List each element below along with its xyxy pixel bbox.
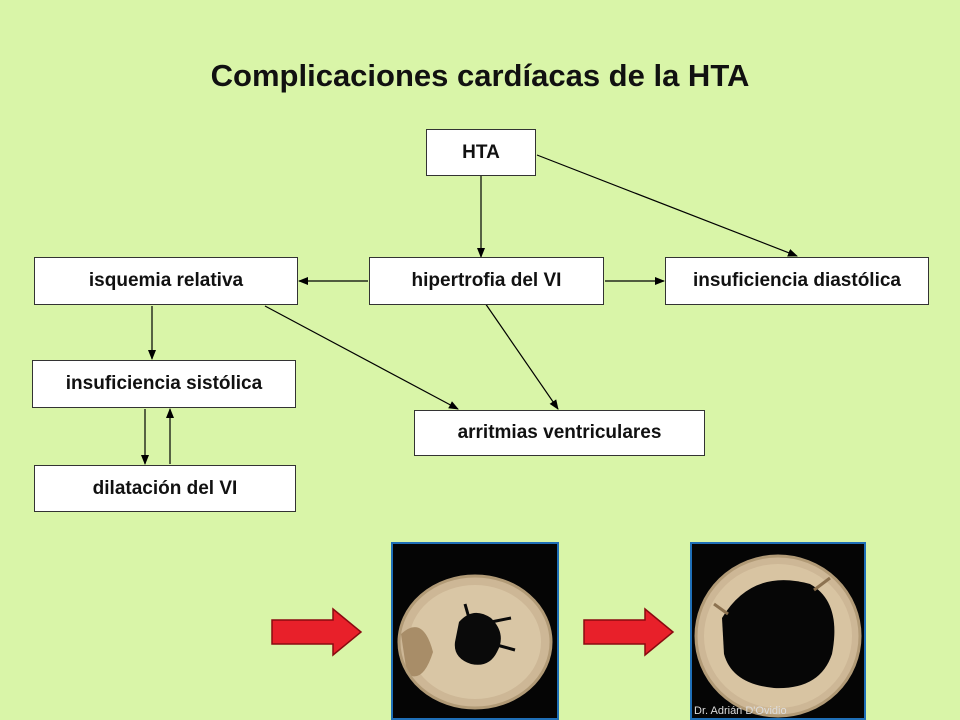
node-arritmias-label: arritmias ventriculares — [457, 422, 662, 443]
node-insuficiencia-sistolica: insuficiencia sistólica — [32, 360, 296, 408]
heart-cross-section-dilated-photo: Dr. Adrián D'Ovidio — [690, 542, 866, 720]
photo-credit: Dr. Adrián D'Ovidio — [694, 705, 787, 717]
node-sistolica-label: insuficiencia sistólica — [65, 373, 263, 394]
node-insuficiencia-diastolica: insuficiencia diastólica — [665, 257, 929, 305]
page-title: Complicaciones cardíacas de la HTA — [210, 58, 750, 93]
arrow-hta-to-diastolica — [536, 154, 798, 257]
node-isquemia-relativa: isquemia relativa — [34, 257, 298, 305]
node-hta: HTA — [426, 129, 536, 176]
heart-cross-section-hypertrophy-photo — [391, 542, 559, 720]
node-isquemia-label: isquemia relativa — [88, 270, 244, 291]
red-arrow-right — [583, 607, 675, 657]
node-hipertrofia-vi: hipertrofia del VI — [369, 257, 604, 305]
arrow-isquemia-to-arritmias — [264, 305, 459, 410]
node-hta-label: HTA — [462, 141, 500, 163]
node-arritmias-ventriculares: arritmias ventriculares — [414, 410, 705, 456]
node-hipertrofia-label: hipertrofia del VI — [411, 270, 562, 291]
arrow-hipertrofia-to-arritmias — [484, 302, 559, 410]
node-dilatacion-label: dilatación del VI — [92, 477, 238, 499]
node-diastolica-label: insuficiencia diastólica — [692, 270, 902, 291]
red-arrow-left — [271, 607, 363, 657]
node-dilatacion-vi: dilatación del VI — [34, 465, 296, 512]
